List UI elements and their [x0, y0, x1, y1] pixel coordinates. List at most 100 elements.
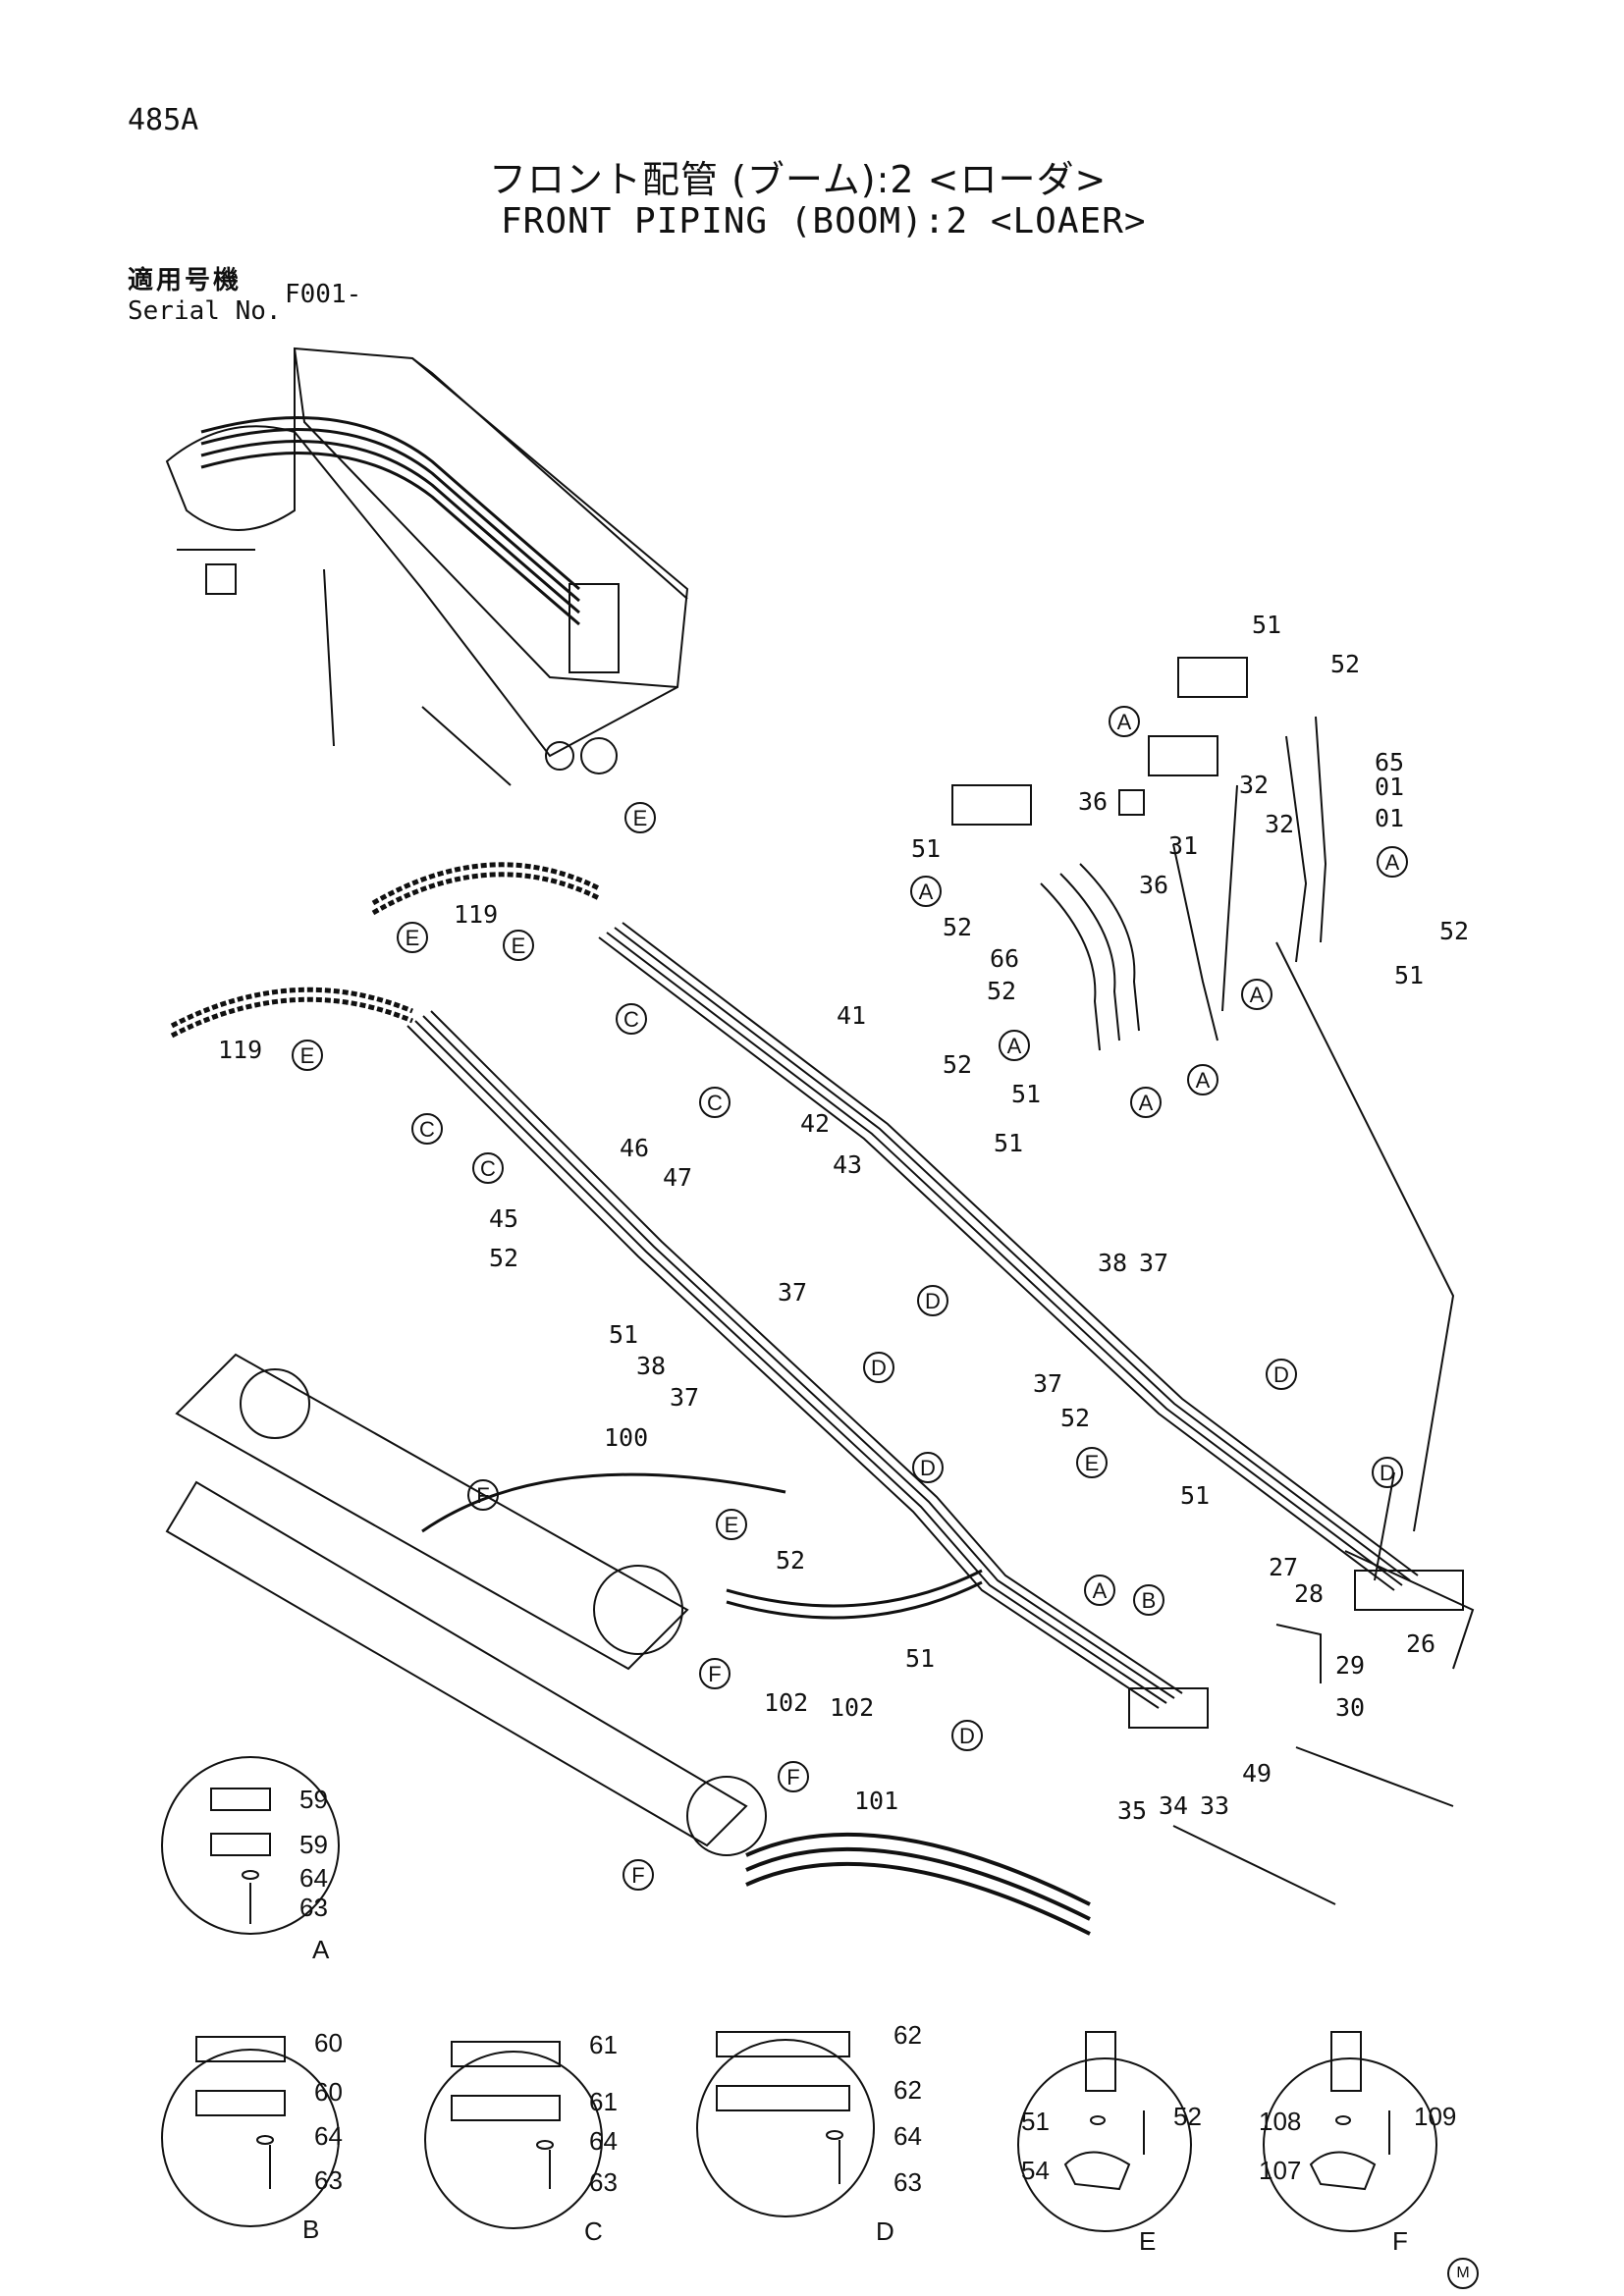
detail-E: 51 52 54 E: [1017, 2031, 1202, 2256]
callout-F: F: [623, 1859, 654, 1891]
part-label: 52: [943, 913, 972, 941]
clamp-blocks-top: [951, 657, 1455, 1532]
part-label: 51: [1180, 1481, 1210, 1510]
part-label: 32: [1265, 810, 1294, 838]
svg-text:C: C: [480, 1156, 496, 1181]
part-label: 52: [987, 977, 1016, 1005]
pipe-bundle-upper-right: [1040, 716, 1327, 1051]
manufacturer-mark: M: [1447, 2258, 1479, 2289]
part-label: 26: [1406, 1629, 1435, 1658]
callout-A: A: [1377, 846, 1408, 878]
callout-D: D: [1266, 1359, 1297, 1390]
callout-A: A: [1187, 1064, 1218, 1095]
svg-text:D: D: [925, 1289, 941, 1313]
part-label: 49: [1242, 1759, 1272, 1788]
part-label: 35: [1117, 1796, 1147, 1825]
svg-text:E: E: [1139, 2226, 1156, 2256]
callout-D: D: [1372, 1457, 1403, 1488]
part-label: 102: [830, 1693, 874, 1722]
part-label: 47: [663, 1163, 692, 1192]
svg-text:D: D: [876, 2216, 894, 2246]
svg-text:A: A: [312, 1935, 330, 1964]
part-label: 46: [620, 1134, 649, 1162]
svg-text:63: 63: [314, 2165, 343, 2195]
svg-text:E: E: [512, 934, 526, 958]
serial-label-english: Serial No.: [128, 296, 282, 326]
part-labels: 51 52 65 01 01 32 32 36 31 36 51 52 66 5…: [218, 611, 1469, 1825]
part-label: 27: [1269, 1553, 1298, 1581]
svg-text:E: E: [725, 1513, 739, 1537]
callout-E: E: [716, 1509, 747, 1540]
part-label: 52: [1330, 650, 1360, 678]
svg-text:A: A: [1385, 850, 1400, 875]
part-label: 01: [1375, 773, 1404, 801]
part-label: 52: [1060, 1404, 1090, 1432]
svg-text:C: C: [623, 1007, 639, 1032]
svg-text:A: A: [1139, 1091, 1154, 1115]
svg-text:A: A: [1117, 710, 1132, 734]
part-label: 38: [636, 1352, 666, 1380]
callout-A: A: [1084, 1575, 1115, 1606]
part-label: 31: [1168, 831, 1198, 860]
svg-text:54: 54: [1021, 2156, 1050, 2185]
callout-F: F: [467, 1479, 499, 1511]
svg-text:64: 64: [893, 2121, 922, 2151]
part-label: 51: [1394, 961, 1424, 989]
svg-text:F: F: [631, 1863, 644, 1888]
svg-text:A: A: [919, 880, 934, 904]
callout-E: E: [1076, 1447, 1108, 1478]
part-label: 102: [764, 1688, 808, 1717]
serial-number-value: F001-: [285, 280, 362, 309]
part-label: 33: [1200, 1791, 1229, 1820]
svg-text:B: B: [302, 2215, 319, 2244]
svg-text:A: A: [1250, 983, 1265, 1007]
callout-E: E: [503, 930, 534, 961]
pipe-bundle-left: [406, 1010, 1183, 1709]
part-label: 45: [489, 1204, 518, 1233]
title-japanese: フロント配管 (ブーム):2 <ローダ>: [489, 158, 1108, 201]
callout-D: D: [917, 1285, 948, 1316]
svg-text:52: 52: [1173, 2102, 1202, 2131]
part-label: 37: [1033, 1369, 1062, 1398]
part-label: 43: [833, 1150, 862, 1179]
callout-F: F: [778, 1761, 809, 1792]
callout-D: D: [863, 1352, 894, 1383]
svg-text:60: 60: [314, 2077, 343, 2107]
svg-text:A: A: [1093, 1578, 1108, 1603]
part-label: 37: [778, 1278, 807, 1307]
svg-text:B: B: [1142, 1588, 1157, 1613]
svg-text:60: 60: [314, 2028, 343, 2057]
hydraulic-hoses: [170, 862, 1091, 1936]
part-label: 119: [454, 900, 498, 929]
part-label: 37: [670, 1383, 699, 1412]
svg-text:D: D: [959, 1724, 975, 1748]
svg-text:D: D: [1273, 1362, 1289, 1387]
svg-text:E: E: [300, 1043, 315, 1068]
callout-A: A: [1130, 1087, 1162, 1118]
title-english: FRONT PIPING (BOOM):2 <LOAER>: [501, 201, 1147, 241]
part-label: 41: [837, 1001, 866, 1030]
callout-C: C: [411, 1113, 443, 1145]
serial-label-japanese: 適用号機: [128, 266, 243, 295]
boom-cylinders: [165, 1353, 1475, 1905]
detail-D: 62 62 64 63 D: [696, 2020, 922, 2246]
part-label: 52: [1439, 917, 1469, 945]
svg-text:A: A: [1007, 1034, 1022, 1058]
svg-text:63: 63: [589, 2167, 618, 2197]
callout-circles: A A A A A A A A C C C C D D D D D D B E …: [292, 706, 1408, 1891]
part-label: 51: [1011, 1080, 1041, 1108]
part-label: 51: [609, 1320, 638, 1349]
part-label: 52: [943, 1050, 972, 1079]
svg-text:109: 109: [1414, 2102, 1456, 2131]
svg-text:107: 107: [1259, 2156, 1301, 2185]
callout-D: D: [912, 1452, 944, 1483]
svg-text:61: 61: [589, 2030, 618, 2059]
callout-A: A: [1109, 706, 1140, 737]
svg-text:D: D: [1380, 1461, 1395, 1485]
callout-C: C: [699, 1087, 731, 1118]
svg-text:64: 64: [589, 2126, 618, 2156]
part-label: 29: [1335, 1651, 1365, 1680]
callout-F: F: [699, 1658, 731, 1689]
callout-C: C: [616, 1003, 647, 1035]
